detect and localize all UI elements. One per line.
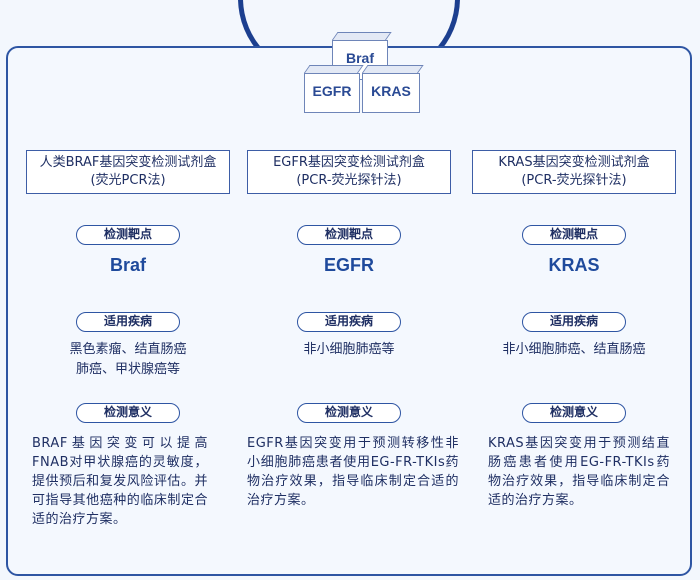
disease-line-1: 黑色素瘤、结直肠癌 xyxy=(69,342,187,357)
egfr-cube-label: EGFR xyxy=(312,83,352,99)
kit-title: KRAS基因突变检测试剂盒 xyxy=(498,155,650,170)
kit-title-box: KRAS基因突变检测试剂盒 (PCR-荧光探针法) xyxy=(472,150,676,194)
egfr-cube-icon: EGFR xyxy=(304,73,360,113)
target-label-pill: 检测靶点 xyxy=(522,225,626,245)
target-value: EGFR xyxy=(323,255,374,275)
meaning-label-pill: 检测意义 xyxy=(522,403,626,423)
column-braf: 人类BRAF基因突变检测试剂盒 (荧光PCR法) 检测靶点 Braf 适用疾病 … xyxy=(26,150,230,527)
meaning-label-pill: 检测意义 xyxy=(297,403,401,423)
disease-label-pill: 适用疾病 xyxy=(522,312,626,332)
target-label-pill: 检测靶点 xyxy=(76,225,180,245)
kit-title: 人类BRAF基因突变检测试剂盒 xyxy=(39,155,217,170)
disease-line-2: 肺癌、甲状腺癌等 xyxy=(75,362,180,377)
column-kras: KRAS基因突变检测试剂盒 (PCR-荧光探针法) 检测靶点 KRAS 适用疾病… xyxy=(472,150,676,508)
kit-title-box: 人类BRAF基因突变检测试剂盒 (荧光PCR法) xyxy=(26,150,230,194)
disease-text: 黑色素瘤、结直肠癌 肺癌、甲状腺癌等 xyxy=(26,340,230,380)
disease-text: 非小细胞肺癌等 xyxy=(247,340,451,360)
target-value: Braf xyxy=(109,255,146,275)
meaning-text: BRAF基因突变可以提高FNAB对甲状腺癌的灵敏度，提供预后和复发风险评估。并可… xyxy=(32,436,208,527)
braf-cube-label: Braf xyxy=(345,50,374,66)
kit-method: (PCR-荧光探针法) xyxy=(521,173,627,188)
kit-title-box: EGFR基因突变检测试剂盒 (PCR-荧光探针法) xyxy=(247,150,451,194)
target-value: KRAS xyxy=(548,255,600,275)
column-egfr: EGFR基因突变检测试剂盒 (PCR-荧光探针法) 检测靶点 EGFR 适用疾病… xyxy=(247,150,459,508)
target-label-pill: 检测靶点 xyxy=(297,225,401,245)
kit-title: EGFR基因突变检测试剂盒 xyxy=(273,155,425,170)
kit-method: (荧光PCR法) xyxy=(90,173,166,188)
meaning-text: EGFR基因突变用于预测转移性非小细胞肺癌患者使用EG-FR-TKIs药物治疗效… xyxy=(247,436,459,508)
meaning-label-pill: 检测意义 xyxy=(76,403,180,423)
meaning-text: KRAS基因突变用于预测结直肠癌患者使用EG-FR-TKIs药物治疗效果，指导临… xyxy=(488,436,670,508)
disease-label-pill: 适用疾病 xyxy=(297,312,401,332)
kit-method: (PCR-荧光探针法) xyxy=(296,173,402,188)
kras-cube-icon: KRAS xyxy=(362,73,420,113)
disease-line-1: 非小细胞肺癌等 xyxy=(303,342,395,357)
kras-cube-label: KRAS xyxy=(371,83,411,99)
disease-line-1: 非小细胞肺癌、结直肠癌 xyxy=(502,342,646,357)
disease-text: 非小细胞肺癌、结直肠癌 xyxy=(472,340,676,360)
disease-label-pill: 适用疾病 xyxy=(76,312,180,332)
